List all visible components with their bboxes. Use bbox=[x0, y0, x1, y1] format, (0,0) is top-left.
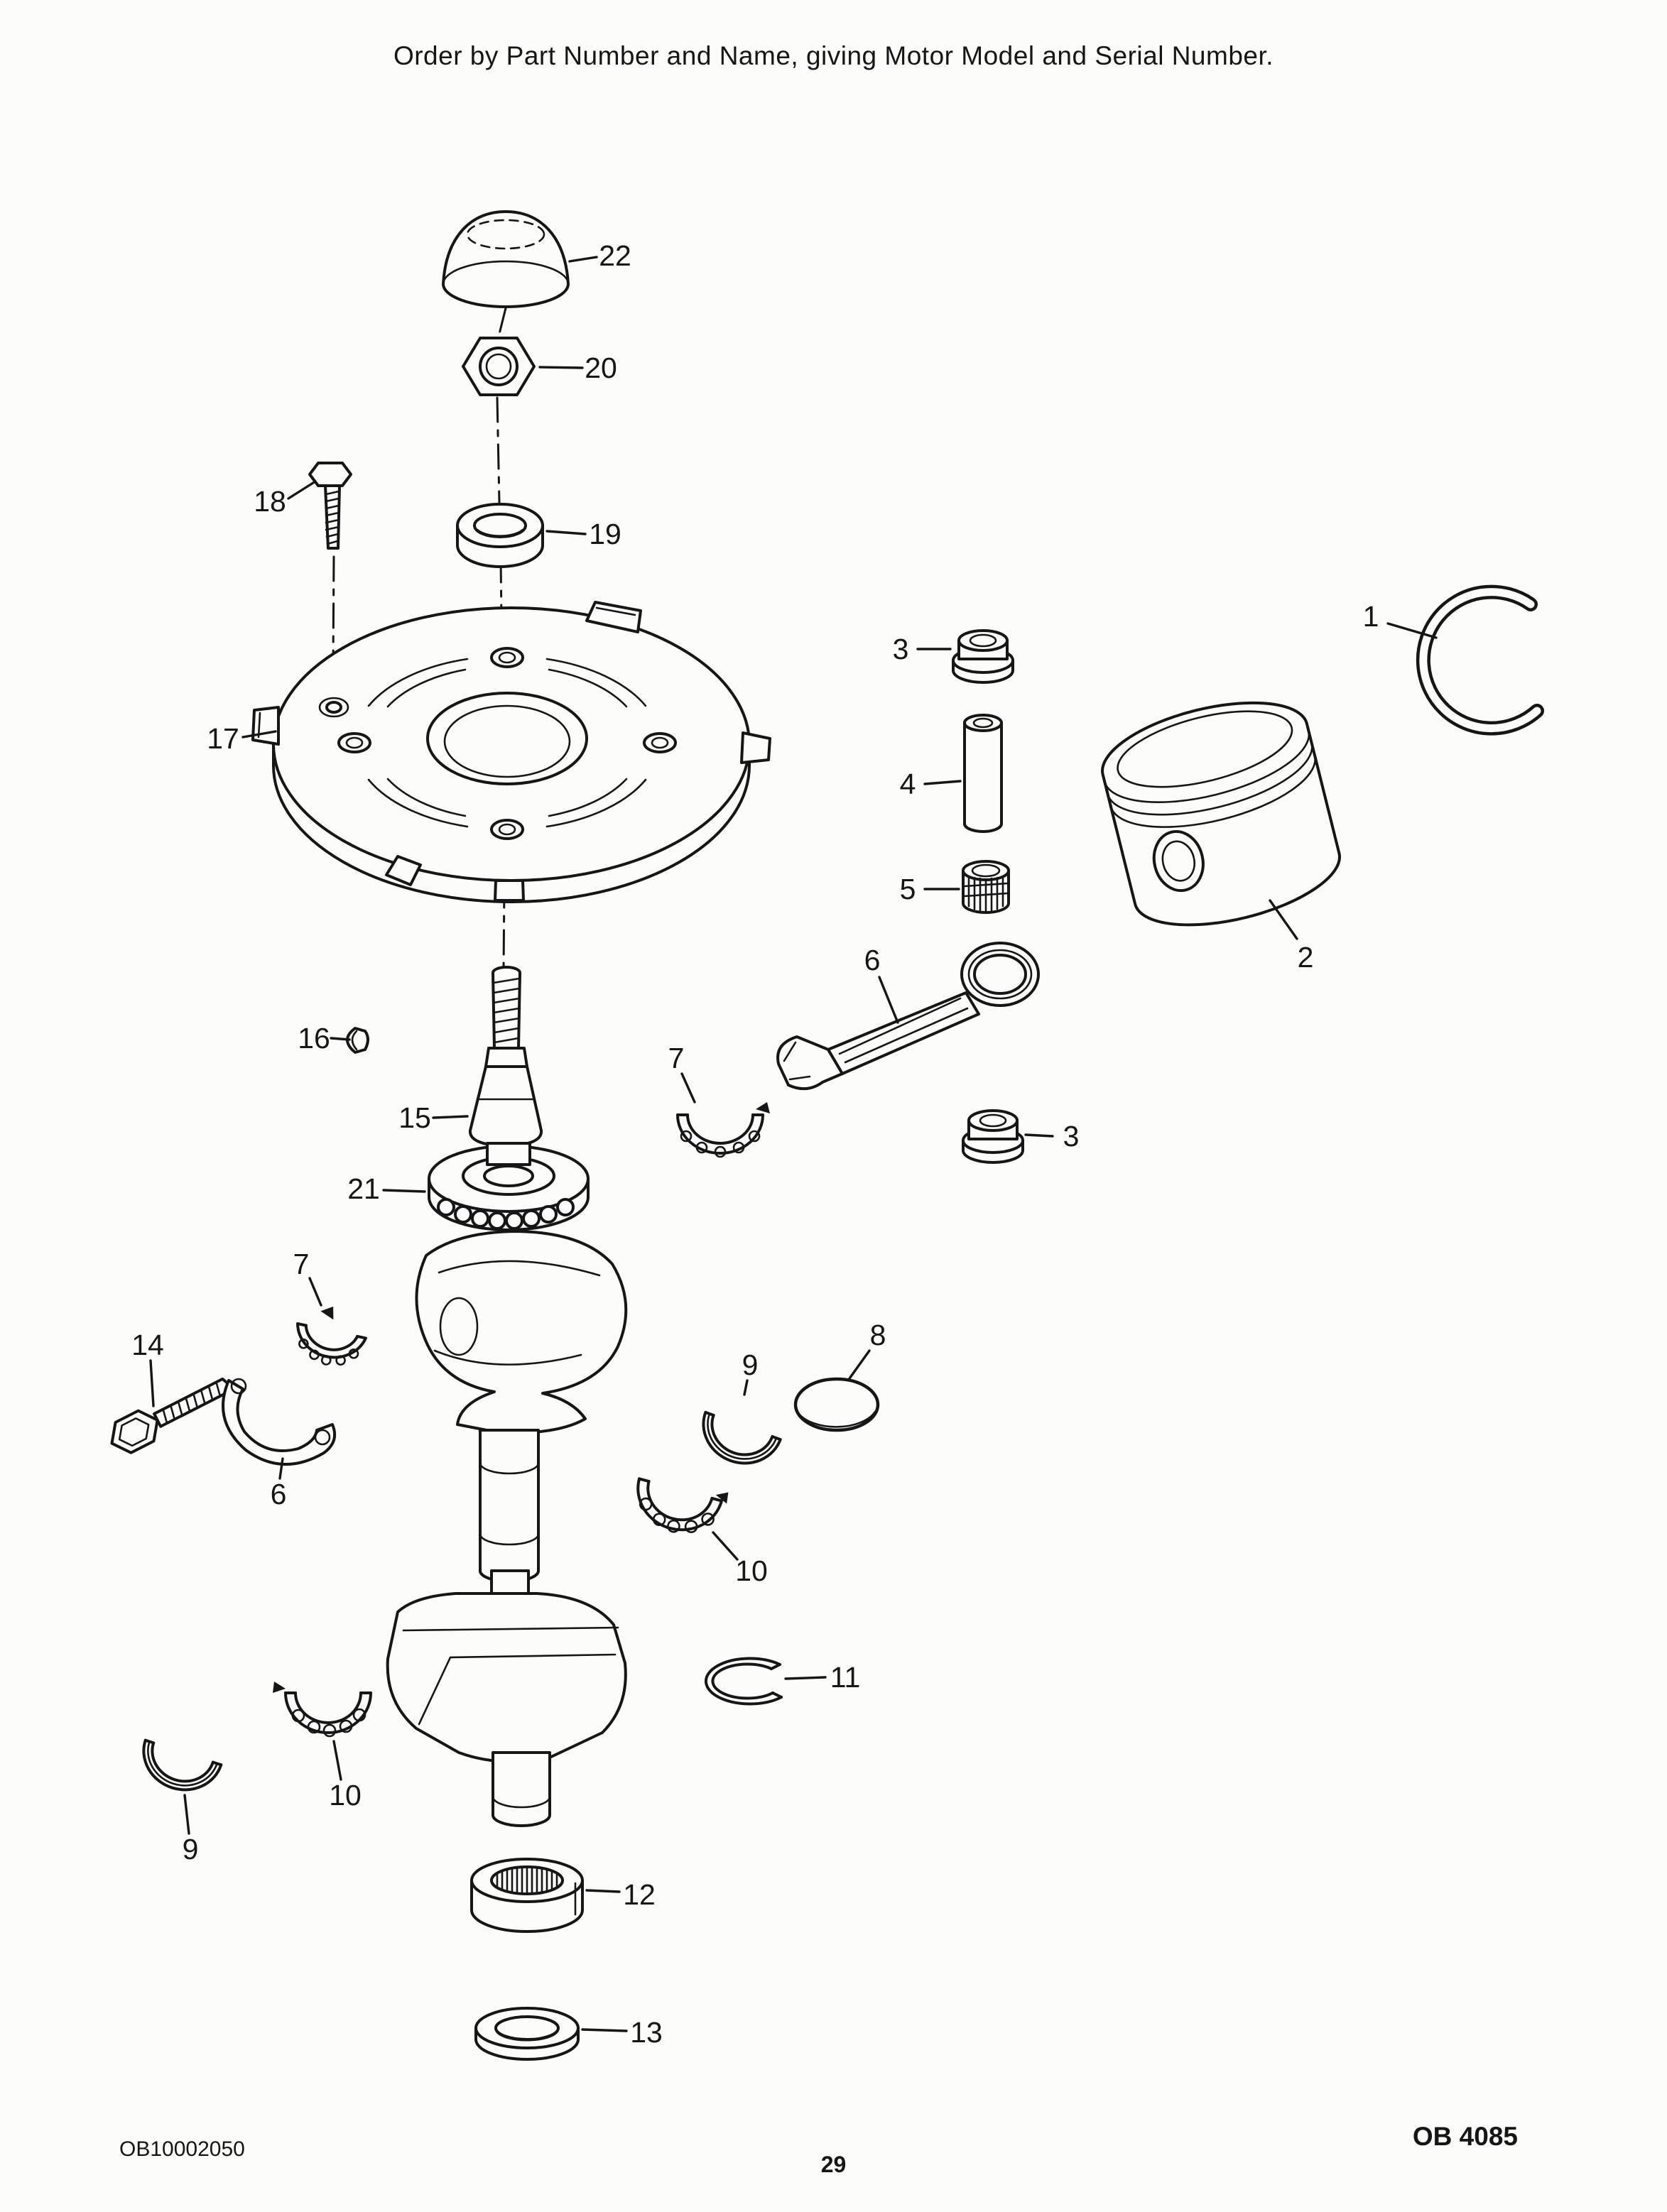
callout-leader-9-24 bbox=[183, 1794, 190, 1835]
callout-leader-17-4 bbox=[241, 730, 277, 739]
callout-leader-21-15 bbox=[382, 1189, 426, 1193]
part-7-bearing-liner-right bbox=[676, 1102, 770, 1158]
part-17-bearing-head bbox=[251, 601, 771, 903]
part-9-liner-left bbox=[142, 1738, 223, 1792]
callout-label-12-25: 12 bbox=[623, 1878, 656, 1911]
callout-label-3-11: 3 bbox=[1063, 1120, 1080, 1153]
part-18-screw bbox=[308, 462, 352, 550]
part-10-cage-right bbox=[636, 1477, 729, 1533]
callout-label-15-14: 15 bbox=[398, 1101, 431, 1134]
callout-label-14-17: 14 bbox=[131, 1329, 164, 1361]
part-11-snap-ring bbox=[704, 1657, 783, 1706]
callout-leader-3-11 bbox=[1024, 1133, 1054, 1138]
part-19-seal-ring bbox=[456, 503, 544, 568]
part-9-liner-right bbox=[702, 1410, 782, 1465]
callout-label-17-4: 17 bbox=[207, 722, 239, 755]
callout-leader-22-0 bbox=[568, 256, 598, 263]
part-6-connecting-rod bbox=[776, 942, 1040, 1091]
callout-label-2-9: 2 bbox=[1298, 941, 1314, 974]
callout-leader-12-25 bbox=[585, 1889, 621, 1893]
part-4-piston-pin bbox=[963, 714, 1003, 833]
callout-label-13-26: 13 bbox=[630, 2016, 663, 2049]
callout-leader-8-20 bbox=[847, 1349, 871, 1382]
callout-label-11-22: 11 bbox=[830, 1661, 861, 1694]
callout-label-4-7: 4 bbox=[900, 768, 916, 800]
part-2-piston bbox=[1101, 701, 1341, 927]
part-22-cap bbox=[442, 210, 570, 308]
part-7-bearing-liner-left bbox=[296, 1306, 367, 1366]
callout-leader-7-12 bbox=[680, 1072, 696, 1104]
callout-leader-18-2 bbox=[287, 480, 317, 500]
callout-label-7-12: 7 bbox=[668, 1042, 685, 1074]
callout-leader-11-22 bbox=[784, 1676, 827, 1680]
document-code: OB10002050 bbox=[119, 2137, 245, 2161]
callout-leader-9-19 bbox=[743, 1379, 749, 1396]
callout-label-5-8: 5 bbox=[900, 873, 916, 905]
crankshaft-body bbox=[386, 1230, 628, 1827]
callout-leader-4-7 bbox=[923, 780, 962, 785]
part-6-connecting-rod-edge bbox=[222, 1378, 336, 1466]
callout-leader-16-13 bbox=[330, 1037, 351, 1041]
callout-label-18-2: 18 bbox=[254, 485, 286, 518]
part-16-key bbox=[346, 1027, 369, 1054]
callout-leader-15-14 bbox=[432, 1115, 469, 1119]
callout-leader-10-23 bbox=[332, 1740, 342, 1781]
part-3-bushing-lower bbox=[962, 1109, 1024, 1164]
callout-label-1-5: 1 bbox=[1363, 600, 1379, 633]
part-1-piston-ring bbox=[1416, 584, 1544, 736]
page-header-instruction: Order by Part Number and Name, giving Mo… bbox=[393, 41, 1274, 70]
part-14-screw bbox=[110, 1377, 231, 1454]
figure-code: OB 4085 bbox=[1412, 2122, 1518, 2151]
callout-leader-10-21 bbox=[712, 1531, 739, 1561]
callout-label-9-19: 9 bbox=[742, 1349, 759, 1381]
callout-label-10-21: 10 bbox=[735, 1554, 768, 1587]
callout-leader-1-5 bbox=[1386, 622, 1438, 639]
callout-label-9-24: 9 bbox=[183, 1833, 199, 1865]
callout-label-21-15: 21 bbox=[347, 1172, 380, 1205]
callout-label-7-16: 7 bbox=[293, 1248, 310, 1280]
callout-leader-14-17 bbox=[149, 1359, 155, 1407]
part-20-nut bbox=[462, 337, 536, 396]
part-8-retaining-ring bbox=[793, 1377, 880, 1432]
part-15-crankshaft bbox=[468, 966, 543, 1166]
callout-leader-2-9 bbox=[1269, 899, 1298, 940]
callout-label-20-1: 20 bbox=[585, 352, 617, 384]
callout-label-6-18: 6 bbox=[271, 1478, 287, 1510]
callout-leader-7-16 bbox=[308, 1277, 322, 1307]
part-13-seal bbox=[474, 2007, 580, 2061]
part-5-needle-bearing-cage bbox=[962, 860, 1010, 914]
callout-label-8-20: 8 bbox=[870, 1319, 886, 1351]
callout-label-16-13: 16 bbox=[298, 1022, 330, 1055]
callout-label-10-23: 10 bbox=[329, 1779, 362, 1811]
callout-leader-19-3 bbox=[545, 530, 587, 535]
callout-label-22-0: 22 bbox=[599, 239, 631, 272]
page-number: 29 bbox=[820, 2152, 847, 2177]
callout-label-3-6: 3 bbox=[893, 633, 909, 665]
callout-leader-20-1 bbox=[538, 366, 584, 369]
part-3-bushing-upper bbox=[952, 629, 1014, 684]
callout-label-19-3: 19 bbox=[589, 518, 621, 550]
callout-leader-13-26 bbox=[581, 2028, 628, 2032]
callout-layer: 2220181917134526371615217146981011109121… bbox=[131, 239, 1438, 2049]
part-10-cage-left bbox=[273, 1682, 372, 1738]
callout-leader-6-18 bbox=[278, 1457, 284, 1480]
callout-label-6-10: 6 bbox=[864, 944, 881, 976]
part-12-needle-bearing bbox=[470, 1858, 584, 1933]
callout-leader-6-10 bbox=[878, 976, 899, 1024]
